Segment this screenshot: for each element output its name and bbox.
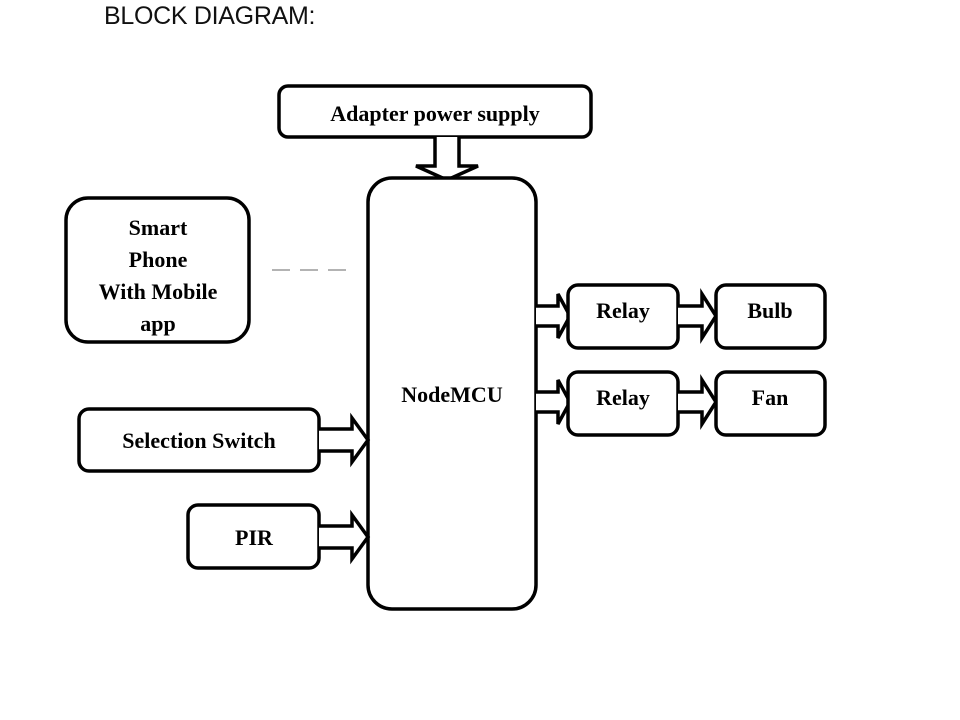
pir-block: PIR — [186, 503, 321, 570]
selection-switch-block: Selection Switch — [77, 407, 321, 473]
smartphone-block: Smart Phone With Mobile app — [64, 196, 251, 344]
smartphone-box — [64, 196, 251, 344]
relay-1-label: Relay — [596, 298, 650, 323]
fan-label: Fan — [752, 385, 789, 410]
bulb-label: Bulb — [747, 298, 792, 323]
fan-box — [714, 370, 827, 437]
bulb-box — [714, 283, 827, 350]
smartphone-label-line-4: app — [140, 311, 175, 336]
arrow-relay-2-to-fan — [678, 373, 719, 431]
pir-label: PIR — [235, 525, 274, 550]
nodemcu-label: NodeMCU — [401, 382, 503, 407]
adapter-label: Adapter power supply — [330, 101, 539, 126]
arrow-pir-to-nodemcu — [319, 509, 371, 565]
smartphone-label-line-1: Smart — [129, 215, 188, 240]
selection-switch-label: Selection Switch — [122, 428, 275, 453]
relay-2-label: Relay — [596, 385, 650, 410]
nodemcu-block: NodeMCU — [366, 176, 538, 611]
arrow-selection-switch-to-nodemcu — [319, 412, 371, 468]
bulb-block: Bulb — [714, 283, 827, 350]
smartphone-label-line-3: With Mobile — [99, 279, 218, 304]
relay-2-block: Relay — [566, 370, 680, 437]
fan-block: Fan — [714, 370, 827, 437]
adapter-power-supply-block: Adapter power supply — [277, 84, 593, 139]
smartphone-label-line-2: Phone — [129, 247, 188, 272]
relay-1-block: Relay — [566, 283, 680, 350]
arrow-adapter-to-nodemcu — [415, 137, 479, 182]
arrow-relay-1-to-bulb — [678, 287, 719, 345]
page-title: BLOCK DIAGRAM: — [104, 2, 316, 30]
arrow-nodemcu-to-relay-1 — [536, 293, 572, 339]
arrow-nodemcu-to-relay-2 — [536, 379, 572, 425]
